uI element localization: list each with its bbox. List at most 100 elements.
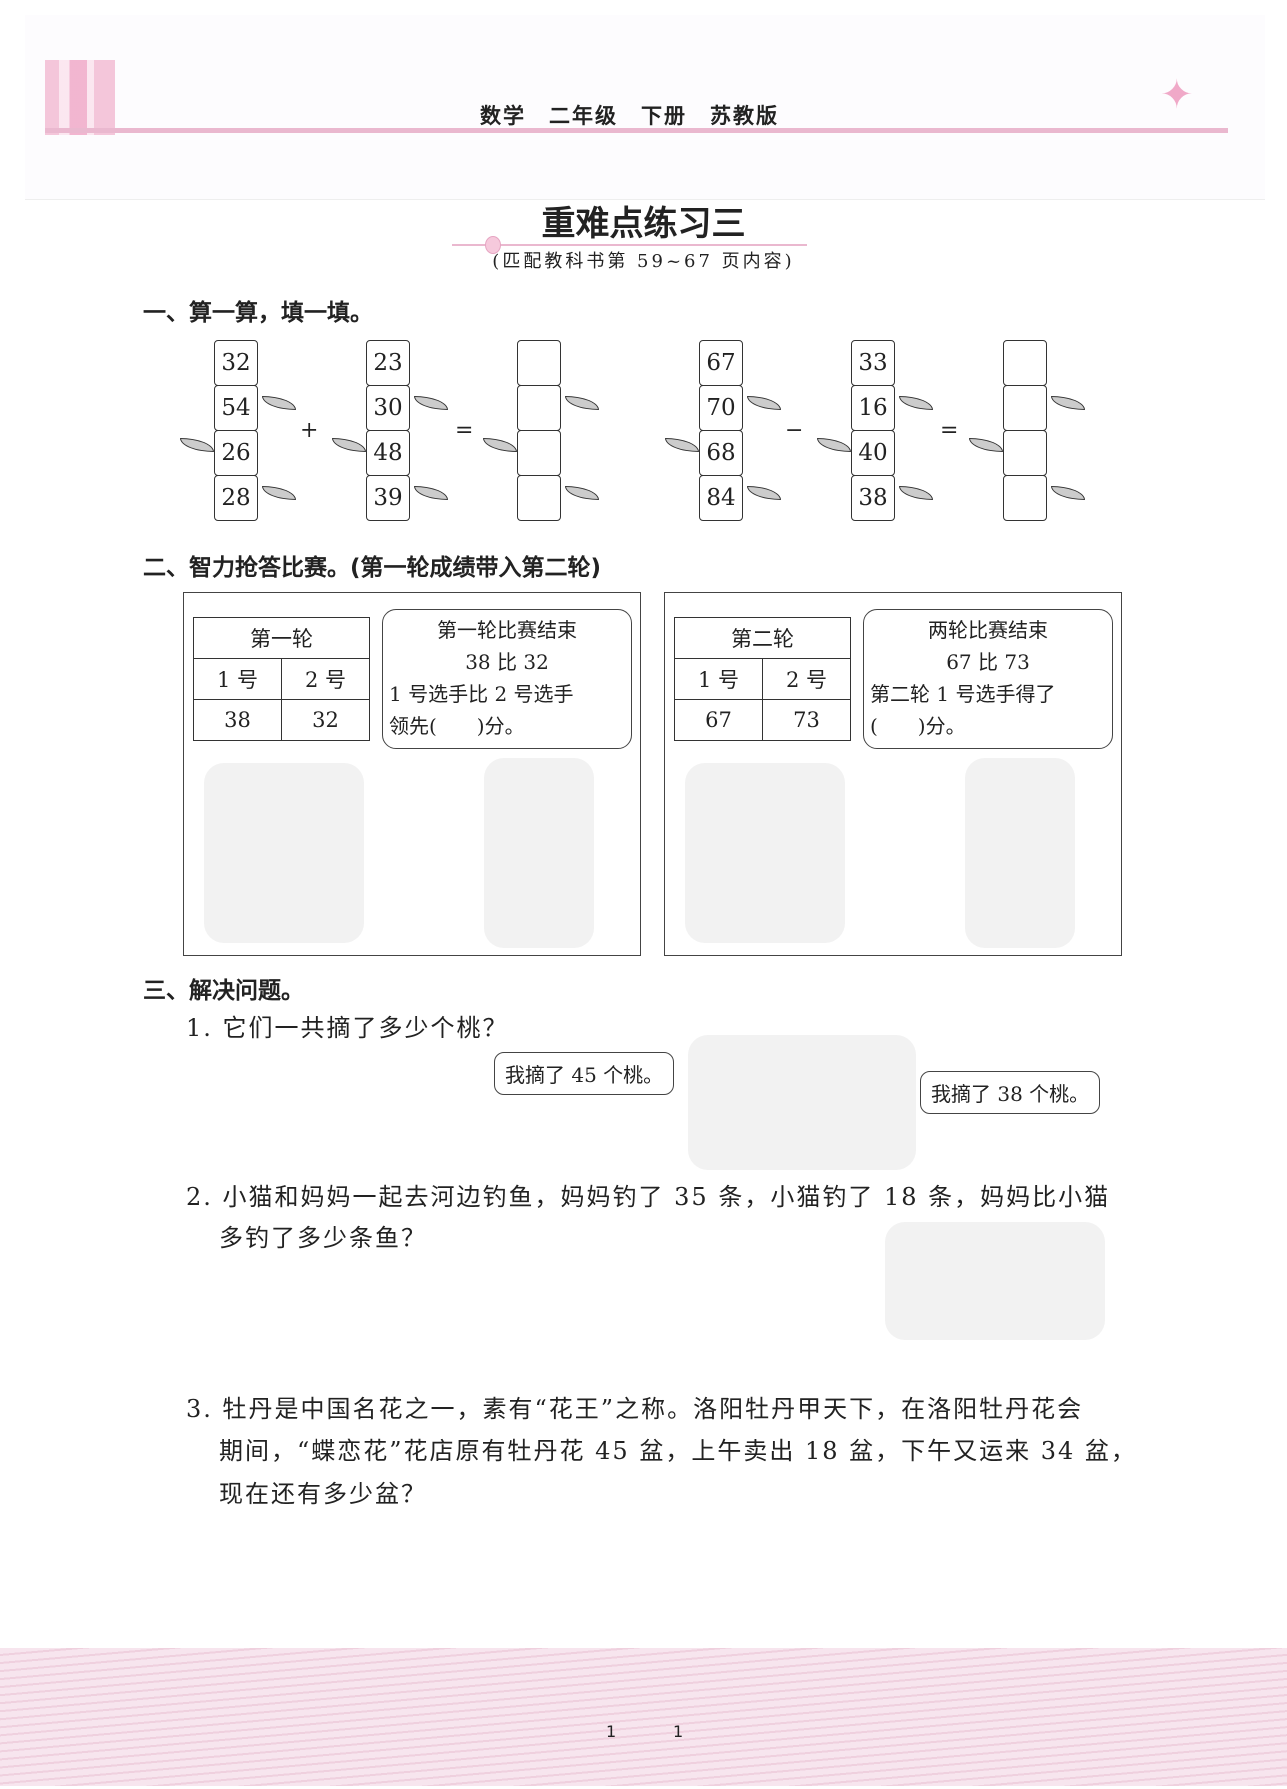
bamboo-number: 28 [214, 475, 258, 521]
bubble-line: 1 号选手比 2 号选手 [389, 682, 574, 706]
page-number-right: 1 [673, 1722, 684, 1741]
bamboo-blank-input[interactable] [1003, 340, 1047, 386]
question-2-line1: 2. 小猫和妈妈一起去河边钓鱼，妈妈钓了 35 条，小猫钓了 18 条，妈妈比小… [186, 1183, 1111, 1211]
page-subtitle: (匹配教科书第 59~67 页内容) [492, 251, 795, 272]
question-1: 1. 它们一共摘了多少个桃？ [186, 1014, 509, 1042]
page-title: 重难点练习三 [541, 204, 746, 244]
bamboo-number: 39 [366, 475, 410, 521]
speech-bubble-right: 我摘了 38 个桃。 [920, 1071, 1101, 1114]
question-2-line2: 多钓了多少条鱼？ [219, 1224, 427, 1252]
question-3-line1: 3. 牡丹是中国名花之一，素有“花王”之称。洛阳牡丹甲天下，在洛阳牡丹花会 [186, 1395, 1084, 1423]
bamboo-blank-input[interactable] [517, 475, 561, 521]
teacher-speech-bubble: 第一轮比赛结束 38 比 32 1 号选手比 2 号选手领先( )分。 [382, 609, 632, 749]
bubble-line[interactable]: ( )分。 [870, 714, 966, 738]
score-player2: 32 [281, 699, 370, 741]
bamboo-blank-input[interactable] [1003, 430, 1047, 476]
fishing-cats-illustration [885, 1222, 1105, 1340]
peach-tree-illustration [688, 1035, 916, 1170]
header-text: 数学 二年级 下册 苏教版 [480, 103, 779, 128]
footer-band [0, 1648, 1287, 1786]
bamboo-leaf-icon [414, 396, 448, 410]
col-player2: 2 号 [762, 658, 851, 700]
bamboo-number: 54 [214, 385, 258, 431]
operator: − [785, 418, 804, 443]
operator: = [455, 418, 474, 443]
bamboo-leaf-icon [262, 486, 296, 500]
col-player1: 1 号 [193, 658, 282, 700]
bamboo-blank-input[interactable] [1003, 475, 1047, 521]
bamboo-leaf-icon [969, 438, 1003, 452]
bamboo-number: 16 [851, 385, 895, 431]
score-player1: 38 [193, 699, 282, 741]
teacher-illustration [484, 758, 594, 948]
bamboo-number: 38 [851, 475, 895, 521]
section2-label: 二、智力抢答比赛。(第一轮成绩带入第二轮) [143, 555, 602, 581]
bamboo-leaf-icon [1051, 396, 1085, 410]
bamboo-blank-input[interactable] [1003, 385, 1047, 431]
table-title: 第一轮 [193, 617, 370, 659]
bubble-line: 第一轮比赛结束 [437, 618, 577, 642]
bamboo-number: 70 [699, 385, 743, 431]
header-line [45, 128, 1228, 133]
bamboo-leaf-icon [180, 438, 214, 452]
header-band [25, 15, 1265, 200]
col-player2: 2 号 [281, 658, 370, 700]
section3-label: 三、解决问题。 [143, 978, 304, 1004]
bamboo-leaf-icon [1051, 486, 1085, 500]
teacher-illustration [965, 758, 1075, 948]
bamboo-column [969, 340, 1085, 521]
bamboo-number: 26 [214, 430, 258, 476]
bamboo-number: 32 [214, 340, 258, 386]
bamboo-leaf-icon [332, 438, 366, 452]
section1-label: 一、算一算，填一填。 [143, 300, 373, 326]
col-player1: 1 号 [674, 658, 763, 700]
bamboo-leaf-icon [899, 396, 933, 410]
bamboo-number: 40 [851, 430, 895, 476]
bamboo-number: 68 [699, 430, 743, 476]
bamboo-number: 48 [366, 430, 410, 476]
question-3-line2: 期间，“蝶恋花”花店原有牡丹花 45 盆，上午卖出 18 盆，下午又运来 34 … [219, 1437, 1137, 1465]
bamboo-leaf-icon [414, 486, 448, 500]
speech-bubble-left: 我摘了 45 个桃。 [494, 1052, 675, 1095]
bamboo-leaf-icon [899, 486, 933, 500]
table-title: 第二轮 [674, 617, 851, 659]
kids-kite-decoration-icon: ✦ [1160, 72, 1194, 118]
bamboo-number: 23 [366, 340, 410, 386]
bubble-line: 两轮比赛结束 [928, 618, 1048, 642]
bamboo-leaf-icon [483, 438, 517, 452]
bamboo-leaf-icon [747, 486, 781, 500]
bamboo-blank-input[interactable] [517, 340, 561, 386]
page-number-left: 1 [606, 1722, 617, 1741]
operator: + [300, 418, 319, 443]
bamboo-leaf-icon [565, 396, 599, 410]
bamboo-leaf-icon [262, 396, 296, 410]
bubble-line: 38 比 32 [465, 650, 549, 674]
bubble-line: 67 比 73 [946, 650, 1030, 674]
bubble-line: 第二轮 1 号选手得了 [870, 682, 1056, 706]
contestants-illustration [685, 763, 845, 943]
score-player1: 67 [674, 699, 763, 741]
title-divider [452, 244, 807, 246]
score-player2: 73 [762, 699, 851, 741]
title-dot [485, 236, 501, 254]
question-3-line3: 现在还有多少盆？ [219, 1480, 427, 1508]
bubble-line[interactable]: 领先( )分。 [389, 714, 525, 738]
contestants-illustration [204, 763, 364, 943]
bamboo-leaf-icon [747, 396, 781, 410]
bamboo-blank-input[interactable] [517, 385, 561, 431]
bamboo-number: 84 [699, 475, 743, 521]
bamboo-leaf-icon [817, 438, 851, 452]
books-decoration-icon [45, 60, 115, 135]
bamboo-leaf-icon [665, 438, 699, 452]
bamboo-column [483, 340, 599, 521]
bamboo-blank-input[interactable] [517, 430, 561, 476]
bamboo-number: 67 [699, 340, 743, 386]
